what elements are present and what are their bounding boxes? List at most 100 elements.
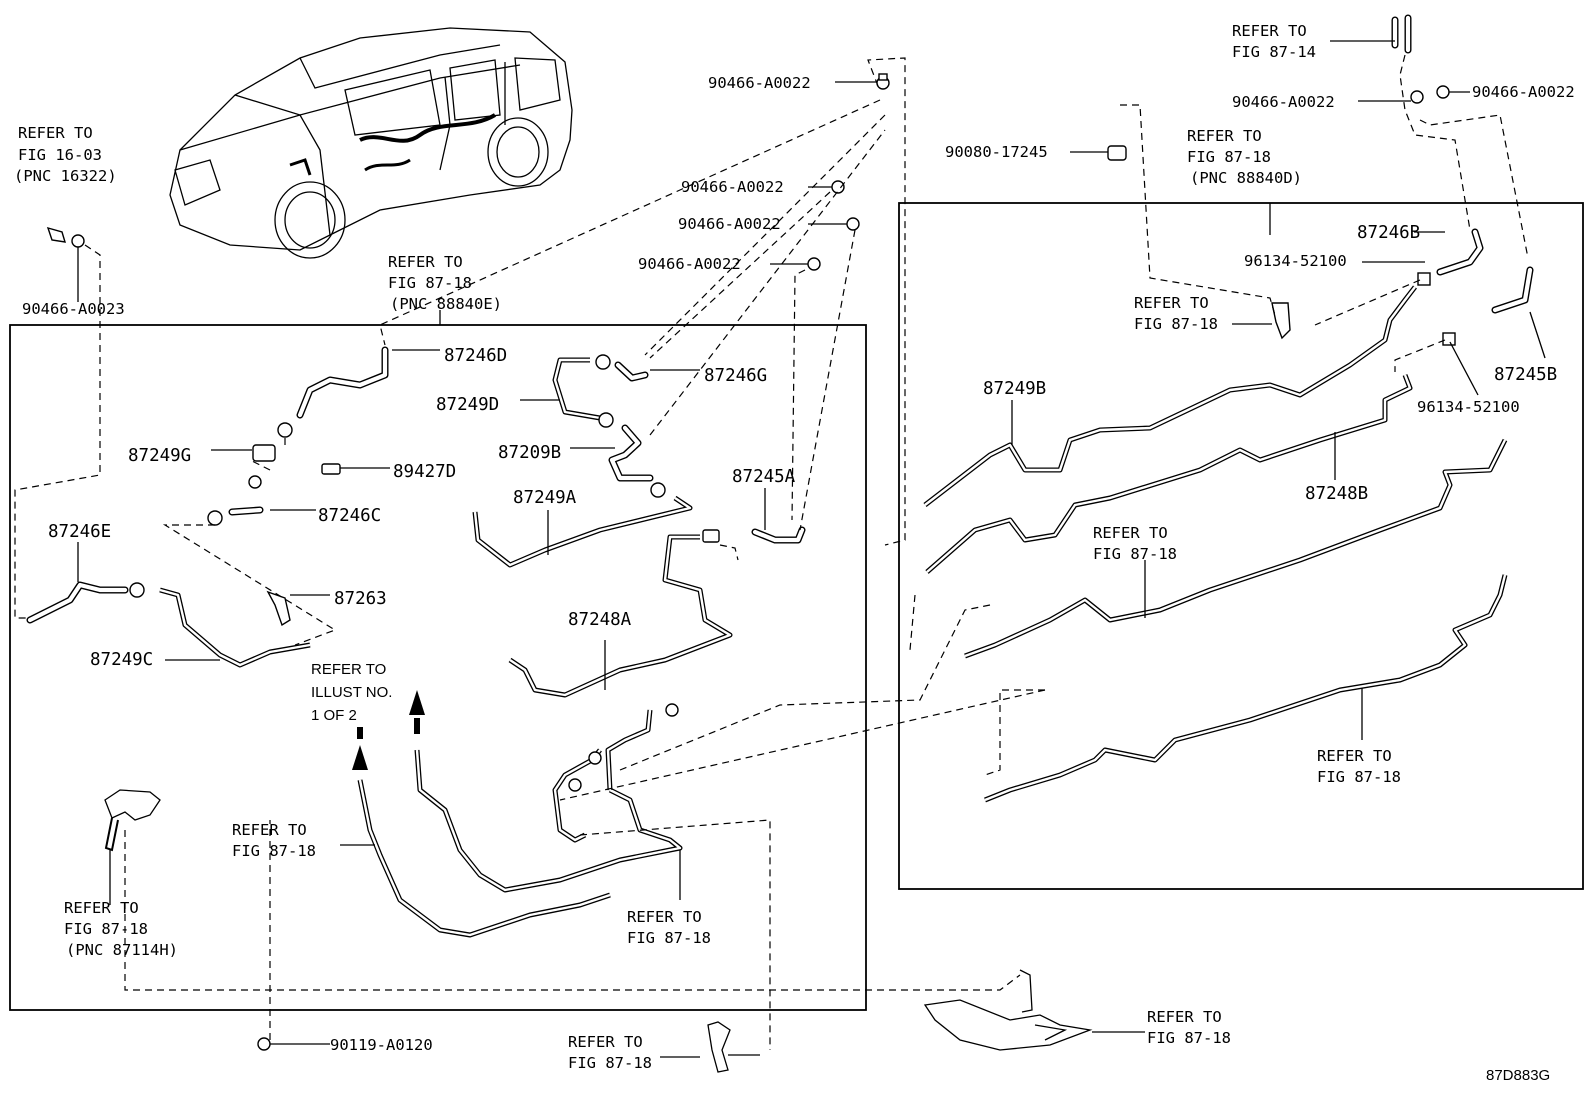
hose-87246b <box>1436 228 1484 276</box>
svg-text:(PNC 88840D): (PNC 88840D) <box>1190 169 1302 187</box>
svg-text:FIG 87-18: FIG 87-18 <box>1187 148 1271 166</box>
label-refer-right-clip: REFER TO FIG 87-18 <box>1134 294 1218 333</box>
label-90080-17245: 90080-17245 <box>945 143 1048 161</box>
svg-text:FIG 87-18: FIG 87-18 <box>1093 545 1177 563</box>
label-refer-center-low: REFER TO FIG 87-18 <box>627 908 711 947</box>
svg-text:1 OF 2: 1 OF 2 <box>311 707 357 724</box>
label-87248a: 87248A <box>568 610 632 630</box>
label-90466-a0022-3: 90466-A0022 <box>678 215 781 233</box>
pipe-87248b <box>925 374 1413 574</box>
label-87249d: 87249D <box>436 395 499 415</box>
hose-87246e <box>26 581 145 624</box>
hose-87209b <box>608 424 666 498</box>
label-87246d: 87246D <box>444 346 507 366</box>
hose-87245a <box>751 526 806 544</box>
label-refer-fig8714: REFER TO FIG 87-14 <box>1232 22 1316 61</box>
hose-87246g <box>595 354 649 382</box>
label-87245b: 87245B <box>1494 365 1557 385</box>
svg-text:ILLUST NO.: ILLUST NO. <box>311 684 392 701</box>
label-87209b: 87209B <box>498 443 561 463</box>
label-refer-illust: REFER TO ILLUST NO. 1 OF 2 <box>311 661 392 724</box>
svg-text:REFER TO: REFER TO <box>311 661 386 678</box>
svg-text:REFER TO: REFER TO <box>1147 1008 1222 1026</box>
label-87263: 87263 <box>334 589 387 609</box>
svg-text:REFER TO: REFER TO <box>568 1033 643 1051</box>
pipe-87249d <box>552 357 614 428</box>
label-refer-right-mid: REFER TO FIG 87-18 <box>1093 524 1177 563</box>
label-87246c: 87246C <box>318 506 381 526</box>
clamp-icon-right-1 <box>1410 90 1424 104</box>
label-87246b: 87246B <box>1357 223 1420 243</box>
pipe-right-low <box>984 574 1508 803</box>
label-refer-left-low: REFER TO FIG 87-18 <box>232 821 316 860</box>
label-87249c: 87249C <box>90 650 153 670</box>
svg-text:(PNC 88840E): (PNC 88840E) <box>390 295 502 313</box>
label-90466-a0022-2: 90466-A0022 <box>681 178 784 196</box>
label-90466-a0022-4: 90466-A0022 <box>638 255 741 273</box>
clamp-icon-top-3 <box>846 217 860 231</box>
svg-text:REFER TO: REFER TO <box>1093 524 1168 542</box>
label-refer-right-low: REFER TO FIG 87-18 <box>1317 747 1401 786</box>
label-87249a: 87249A <box>513 488 577 508</box>
svg-text:REFER TO: REFER TO <box>1134 294 1209 312</box>
svg-text:REFER TO: REFER TO <box>1232 22 1307 40</box>
svg-text:FIG 87-18: FIG 87-18 <box>627 929 711 947</box>
label-90466-a0022-tr1: 90466-A0022 <box>1232 93 1335 111</box>
leader-lines <box>77 81 1546 1058</box>
dashed-reference-lines <box>14 54 1529 1050</box>
label-refer-88840e: REFER TO FIG 87-18 (PNC 88840E) <box>388 253 502 313</box>
bracket-87114h <box>104 789 161 905</box>
hose-87246c <box>207 506 264 526</box>
svg-text:FIG 87-18: FIG 87-18 <box>1147 1029 1231 1047</box>
clamp-icon-right-2 <box>1436 85 1450 99</box>
clip-96134-a <box>1417 272 1431 286</box>
bracket-bottom-center <box>707 1021 760 1073</box>
guard-bottom-right <box>923 969 1093 1051</box>
bolt-90119 <box>257 1037 330 1051</box>
label-refer-87114h: REFER TO FIG 87-18 (PNC 87114H) <box>64 899 178 959</box>
right-assembly-frame <box>898 202 1584 890</box>
svg-text:FIG 87-18: FIG 87-18 <box>388 274 472 292</box>
connector-top-right <box>1330 14 1412 54</box>
clamp-icon-top-4 <box>807 257 821 271</box>
label-89427d: 89427D <box>393 462 456 482</box>
label-refer-88840d: REFER TO FIG 87-18 (PNC 88840D) <box>1187 127 1302 187</box>
diagram-id: 87D883G <box>1486 1067 1550 1084</box>
svg-text:(PNC 87114H): (PNC 87114H) <box>66 941 178 959</box>
label-87249b: 87249B <box>983 379 1046 399</box>
hose-87245b <box>1491 266 1534 314</box>
svg-text:REFER TO: REFER TO <box>232 821 307 839</box>
label-87246e: 87246E <box>48 522 111 542</box>
svg-text:FIG 87-18: FIG 87-18 <box>232 842 316 860</box>
svg-text:REFER TO: REFER TO <box>388 253 463 271</box>
bracket-87263 <box>266 590 291 627</box>
clamp-90466-a0023 <box>46 226 85 290</box>
label-87248b: 87248B <box>1305 484 1368 504</box>
label-refer-bottom-center: REFER TO FIG 87-18 <box>568 1033 652 1072</box>
clamp-87246d <box>277 422 293 438</box>
left-assembly-frame <box>9 324 867 1011</box>
grommet-90080 <box>1107 145 1127 161</box>
svg-text:(PNC 16322): (PNC 16322) <box>14 167 117 185</box>
label-90119-a0120: 90119-A0120 <box>330 1036 433 1054</box>
pipe-87248a <box>508 529 733 698</box>
fitting-87249g <box>248 444 276 489</box>
svg-text:FIG 87-18: FIG 87-18 <box>1134 315 1218 333</box>
svg-text:FIG 87-14: FIG 87-14 <box>1232 43 1316 61</box>
label-90466-a0023: 90466-A0023 <box>22 300 125 318</box>
label-87245a: 87245A <box>732 467 796 487</box>
svg-text:REFER TO: REFER TO <box>1317 747 1392 765</box>
label-87246g: 87246G <box>704 366 767 386</box>
svg-text:FIG 87-18: FIG 87-18 <box>568 1054 652 1072</box>
svg-text:REFER TO: REFER TO <box>18 124 93 142</box>
pipe-87249c <box>159 587 311 668</box>
clip-96134-b <box>1442 332 1456 346</box>
pipe-lower-left <box>352 690 683 938</box>
svg-text:FIG 87-18: FIG 87-18 <box>64 920 148 938</box>
svg-text:FIG 16-03: FIG 16-03 <box>18 146 102 164</box>
label-refer-bottom-right: REFER TO FIG 87-18 <box>1147 1008 1231 1047</box>
pipe-87249a <box>472 495 693 568</box>
label-96134-52100-a: 96134-52100 <box>1244 252 1347 270</box>
clamp-icon-top-2 <box>831 180 845 194</box>
